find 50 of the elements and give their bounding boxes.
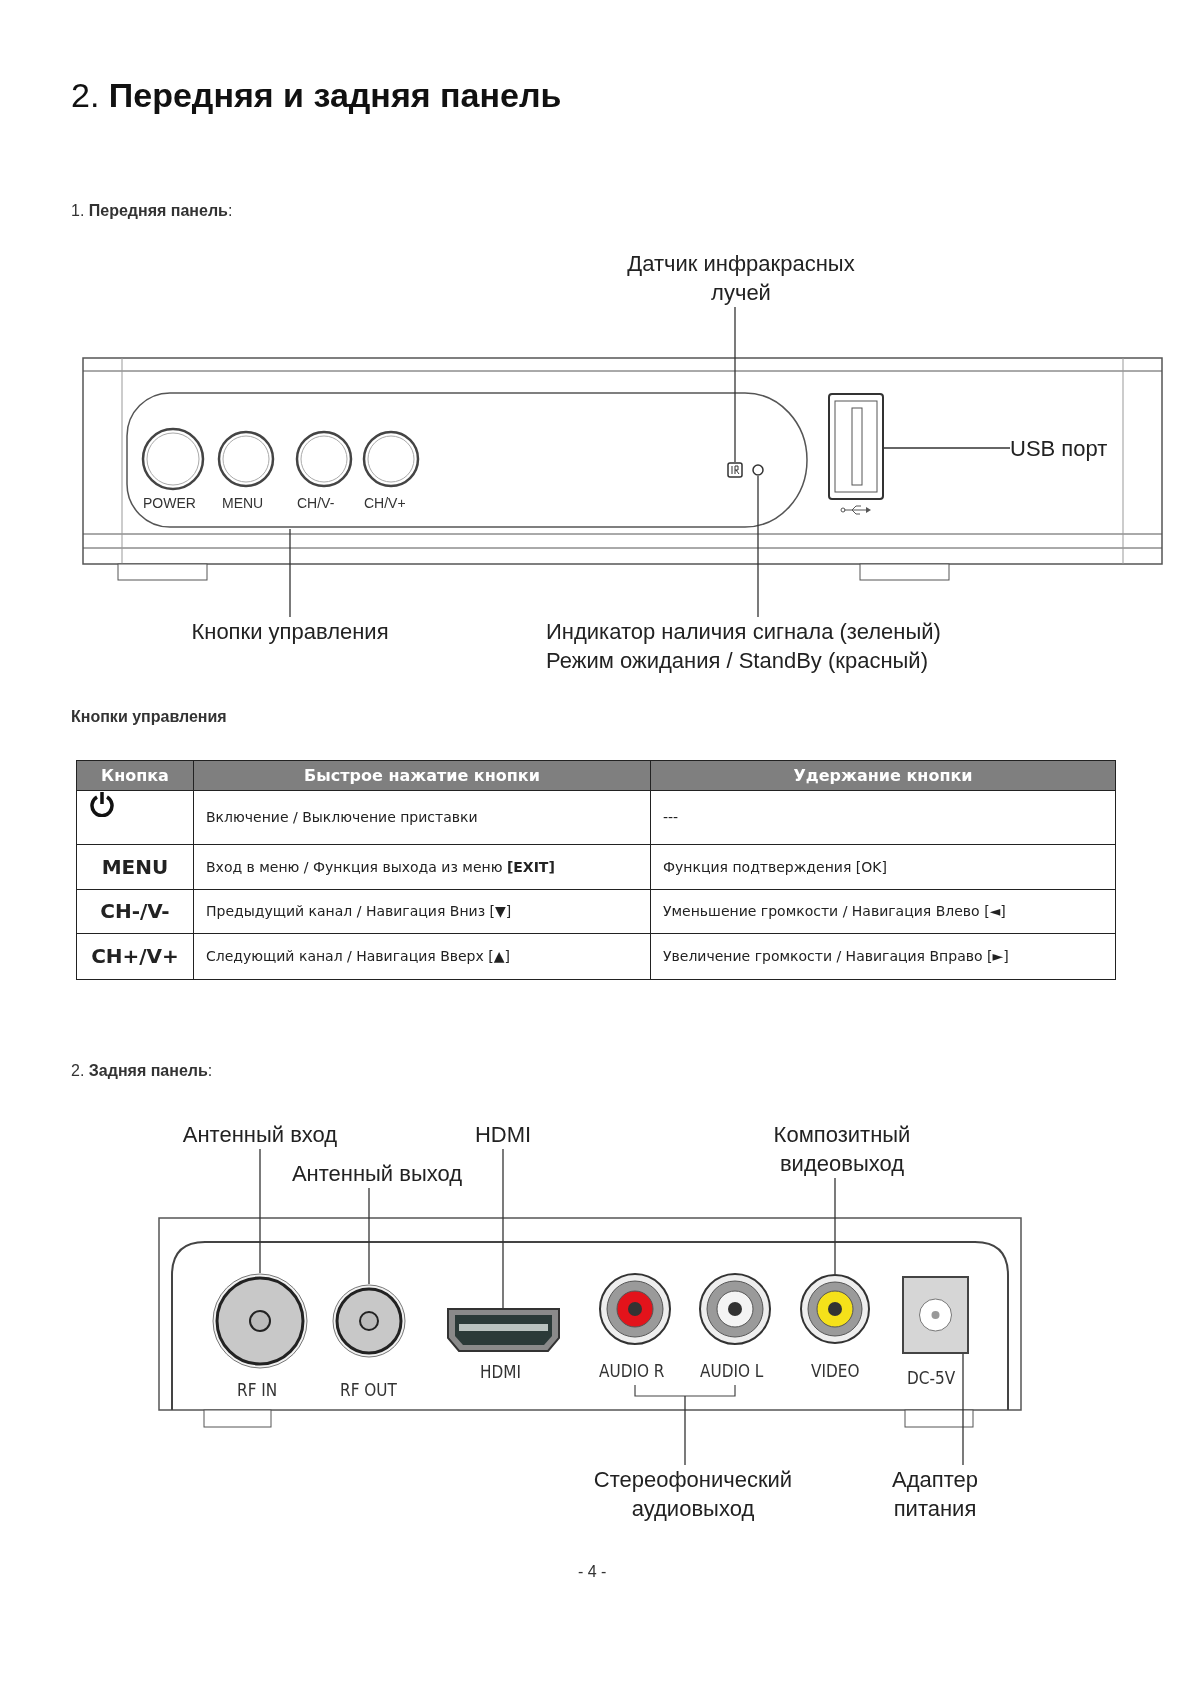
table-header-cell: Быстрое нажатие кнопки bbox=[193, 760, 651, 791]
port-label: RF OUT bbox=[340, 1380, 397, 1400]
callout-label: Стереофонический аудиовыход bbox=[592, 1466, 794, 1523]
page-number: - 4 - bbox=[578, 1563, 607, 1581]
leader-line bbox=[757, 475, 759, 618]
leader-line bbox=[368, 1187, 370, 1285]
callout-label: HDMI bbox=[473, 1121, 533, 1149]
port-label: VIDEO bbox=[811, 1361, 860, 1381]
section-heading: 1. Передняя панель: bbox=[71, 202, 233, 220]
button-label: CH/V- bbox=[297, 495, 335, 511]
port-label: AUDIO R bbox=[599, 1361, 665, 1381]
callout-label: Индикатор наличия сигнала (зеленый) bbox=[546, 618, 942, 646]
usb-port bbox=[828, 393, 884, 500]
section-heading: 2. Задняя панель: bbox=[71, 1062, 213, 1080]
leader-line bbox=[883, 447, 1011, 449]
callout-label: Датчик инфракрасных лучей bbox=[626, 250, 856, 307]
port-label: HDMI bbox=[480, 1362, 521, 1382]
callout-label: Режим ожидания / StandBy (красный) bbox=[546, 647, 929, 675]
ir-sensor-icon bbox=[727, 462, 743, 478]
leader-line bbox=[734, 306, 736, 463]
table-cell: CH+/V+ bbox=[76, 933, 194, 980]
leader-line bbox=[259, 1148, 261, 1274]
callout-label: Антенный вход bbox=[181, 1121, 339, 1149]
port-label: AUDIO L bbox=[700, 1361, 764, 1381]
hdmi-port bbox=[447, 1308, 560, 1352]
leader-line bbox=[962, 1353, 964, 1466]
table-cell: Увеличение громкости / Навигация Вправо [►] bbox=[650, 933, 1116, 980]
rf-in-socket bbox=[212, 1273, 308, 1369]
callout-label: Композитный видеовыход bbox=[772, 1121, 912, 1178]
button-label: MENU bbox=[222, 495, 264, 511]
section-heading: Кнопки управления bbox=[71, 708, 227, 726]
callout-label: Кнопки управления bbox=[190, 618, 390, 646]
table-header-cell: Удержание кнопки bbox=[650, 760, 1116, 791]
button-label: CH/V+ bbox=[364, 495, 406, 511]
rf-out-socket bbox=[332, 1284, 406, 1358]
port-label: RF IN bbox=[237, 1380, 278, 1400]
callout-label: USB порт bbox=[1010, 435, 1109, 463]
leader-line bbox=[684, 1395, 686, 1466]
page-title: 2. Передняя и задняя панель bbox=[71, 76, 562, 115]
button-label: POWER bbox=[143, 495, 196, 511]
port-label: DC-5V bbox=[907, 1368, 956, 1388]
power-jack bbox=[902, 1276, 969, 1354]
video-jack bbox=[800, 1274, 870, 1344]
leader-line bbox=[834, 1177, 836, 1275]
leader-line bbox=[502, 1148, 504, 1309]
table-header-cell: Кнопка bbox=[76, 760, 194, 791]
leader-line bbox=[289, 528, 291, 618]
callout-label: Антенный выход bbox=[290, 1160, 464, 1188]
indicator-light bbox=[752, 464, 764, 476]
callout-label: Адаптер питания bbox=[891, 1466, 979, 1523]
